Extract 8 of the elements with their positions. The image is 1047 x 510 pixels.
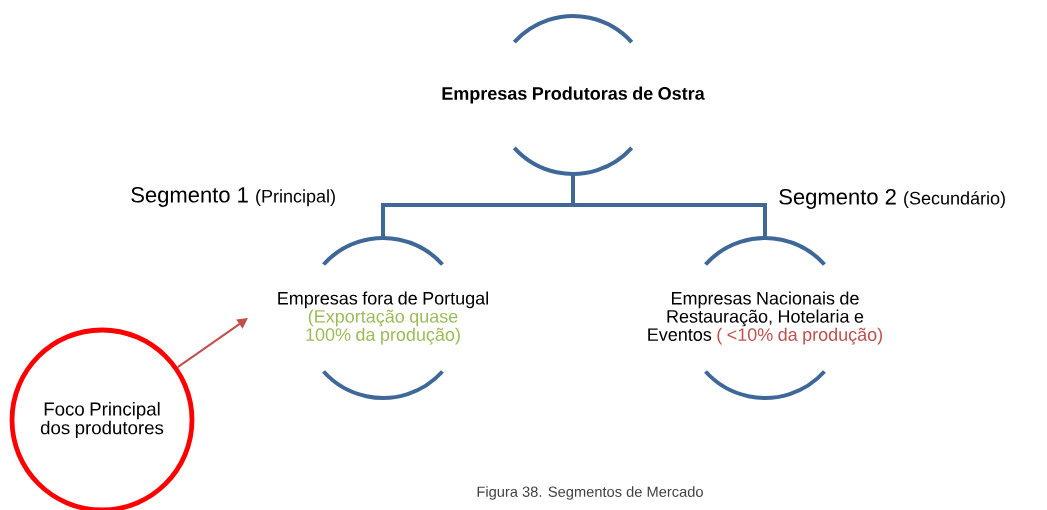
arc-framed-node: Empresas Nacionais de Restauração, Hotelaria e Eventos ( <10% da produção) xyxy=(648,236,883,400)
arc-framed-node: Empresas fora de Portugal (Exportação quase 100% da produção) xyxy=(278,236,488,400)
segment-label: Segmento 1 (Principal) xyxy=(131,187,335,207)
connector xyxy=(176,318,248,369)
connector xyxy=(571,174,767,238)
arc-framed-node: Empresas Produtoras de Ostra xyxy=(442,14,705,176)
segment-label: Segmento 2 (Secundário) xyxy=(779,189,1005,209)
caption: Figura 38. Segmentos de Mercado xyxy=(477,486,703,500)
